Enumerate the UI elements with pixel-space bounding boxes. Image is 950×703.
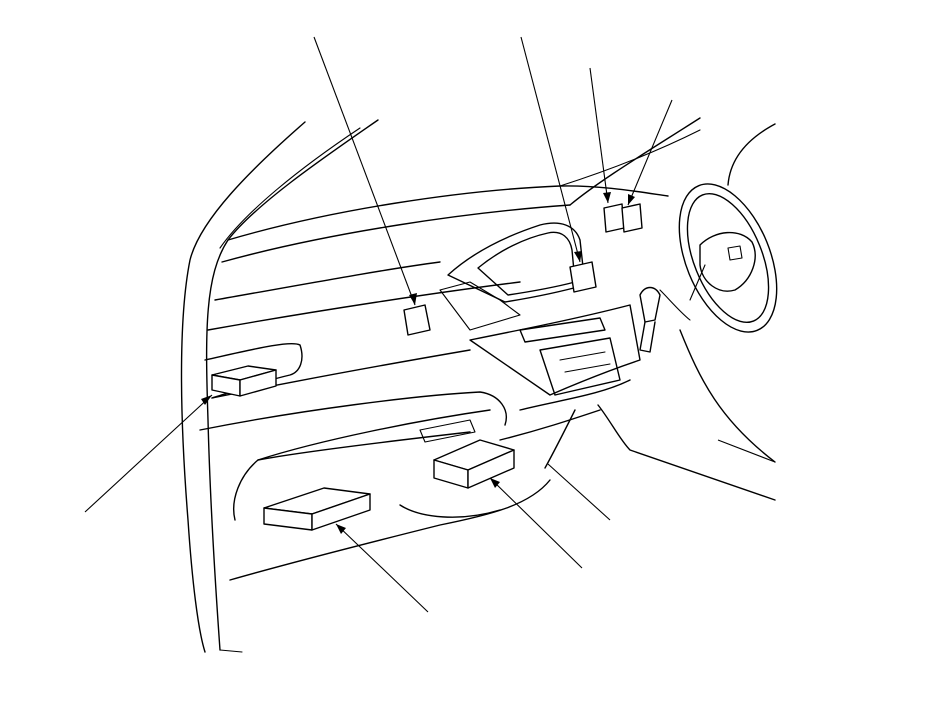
leader-lower-center: [489, 477, 583, 569]
unit-right-a: [603, 203, 625, 233]
leader-right-b: [627, 99, 673, 206]
lower-dash-glovebox: [199, 342, 551, 581]
component-units: [211, 203, 643, 531]
leader-console-lower: [547, 463, 611, 521]
unit-lower-left-glovebox: [263, 487, 371, 531]
unit-left-kick-panel: [211, 365, 277, 397]
steering-wheel: [678, 183, 778, 333]
leader-right-a: [589, 67, 609, 204]
unit-center-dash: [569, 261, 597, 293]
leader-top-left-dash: [313, 36, 416, 306]
windshield-and-dash-top: [207, 117, 701, 331]
leader-lower-left-glovebox: [335, 523, 429, 613]
shift-lever: [639, 286, 661, 353]
unit-lower-center: [433, 439, 515, 489]
unit-right-b: [621, 203, 643, 233]
center-console: [469, 304, 641, 469]
leader-lines: [84, 36, 776, 613]
leader-center-dash: [520, 36, 581, 263]
instrument-cluster-hood: [439, 222, 586, 331]
unit-top-left-dash: [403, 304, 431, 336]
a-pillar-door-frame: [180, 119, 379, 653]
right-door-panel: [597, 123, 776, 501]
leader-steering-column: [717, 439, 776, 463]
leader-left-kick-panel: [84, 394, 213, 513]
